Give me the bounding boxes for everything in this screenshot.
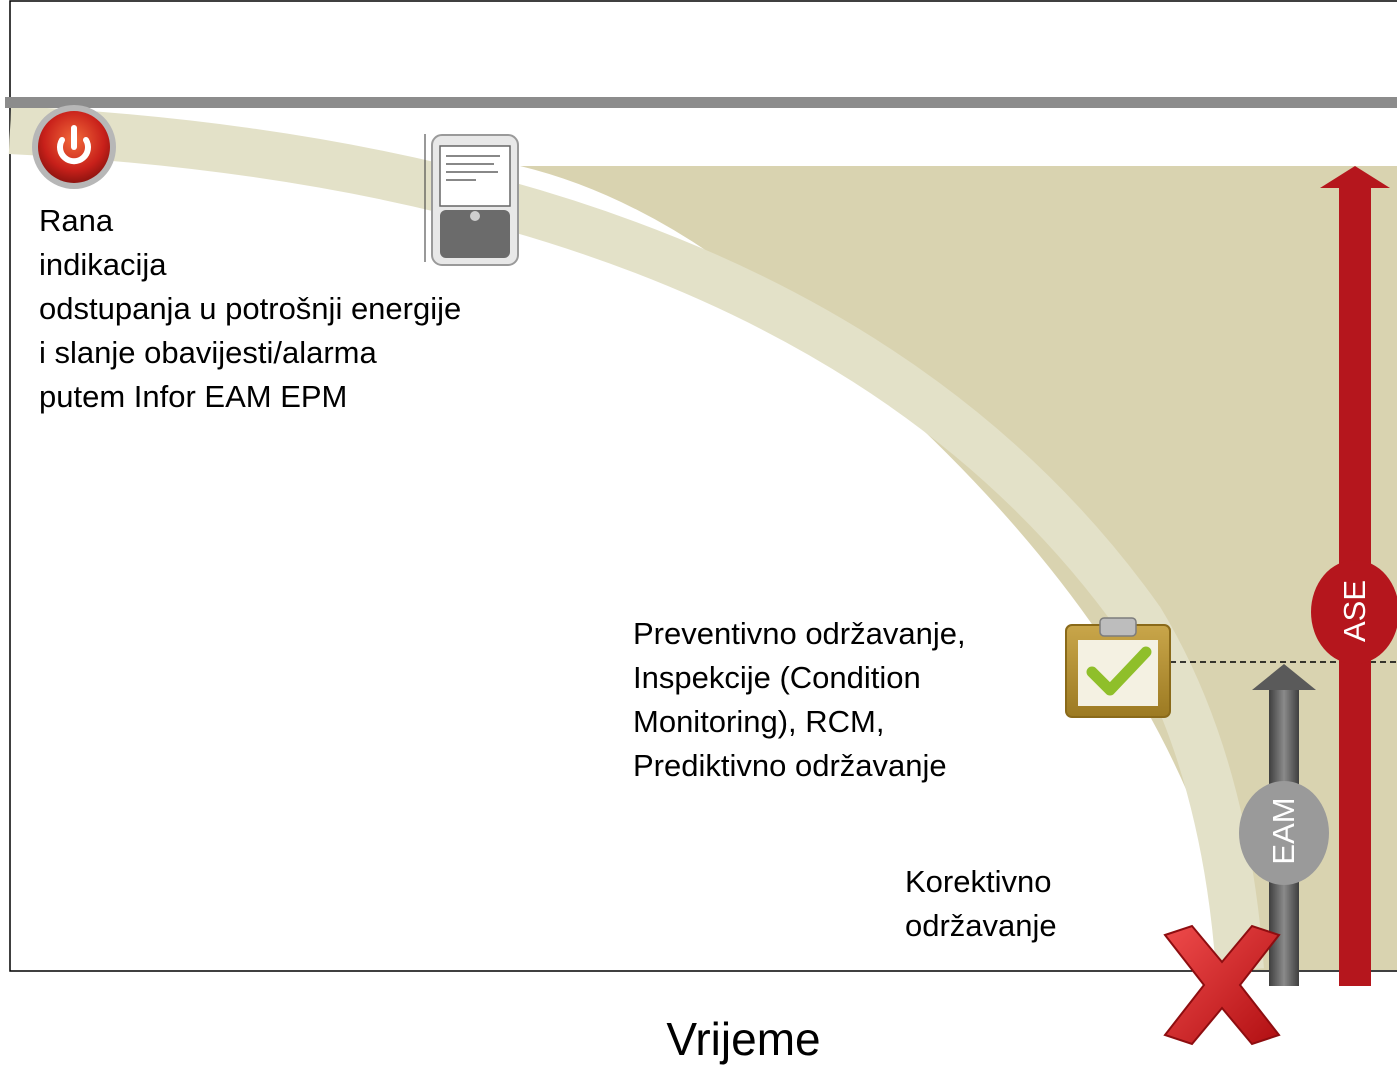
corrective-label: Korektivno održavanje (905, 864, 1057, 943)
value-area (520, 166, 1397, 970)
smartphone-icon (424, 134, 519, 266)
ase-arrow (1311, 166, 1397, 986)
red-x-icon (1163, 924, 1281, 1046)
clipboard-check-icon (1065, 617, 1171, 718)
eam-label: EAM (1266, 797, 1301, 865)
preventive-label: Preventivno održavanje, Inspekcije (Cond… (633, 616, 966, 783)
x-axis-label: Vrijeme (666, 1013, 821, 1065)
ase-label: ASE (1337, 579, 1372, 643)
early-indication-label: Rana indikacija odstupanja u potrošnji e… (39, 203, 462, 414)
ase-badge (1311, 560, 1397, 664)
curve-band (8, 106, 1264, 972)
eam-badge (1239, 781, 1329, 885)
top-bar (5, 97, 1397, 108)
power-icon (32, 105, 116, 189)
